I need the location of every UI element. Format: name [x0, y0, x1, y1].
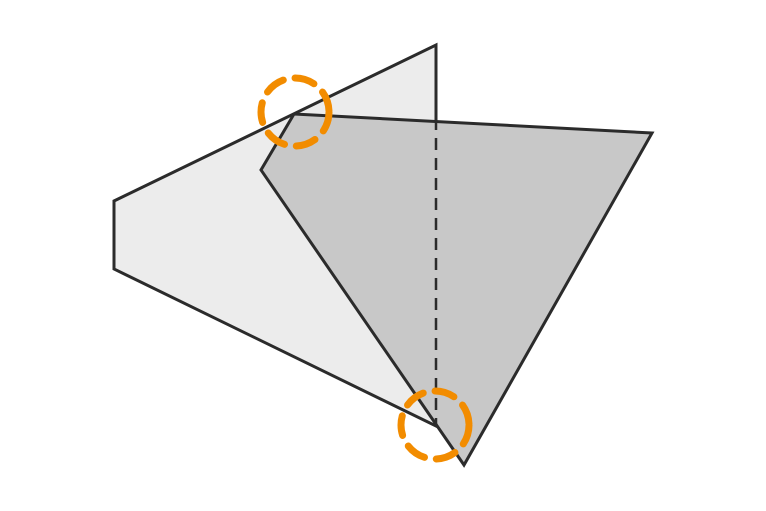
- front-quadrilateral: [259, 112, 655, 468]
- highlight-top-vertex: [257, 74, 333, 150]
- highlight-bottom-vertex: [397, 387, 473, 463]
